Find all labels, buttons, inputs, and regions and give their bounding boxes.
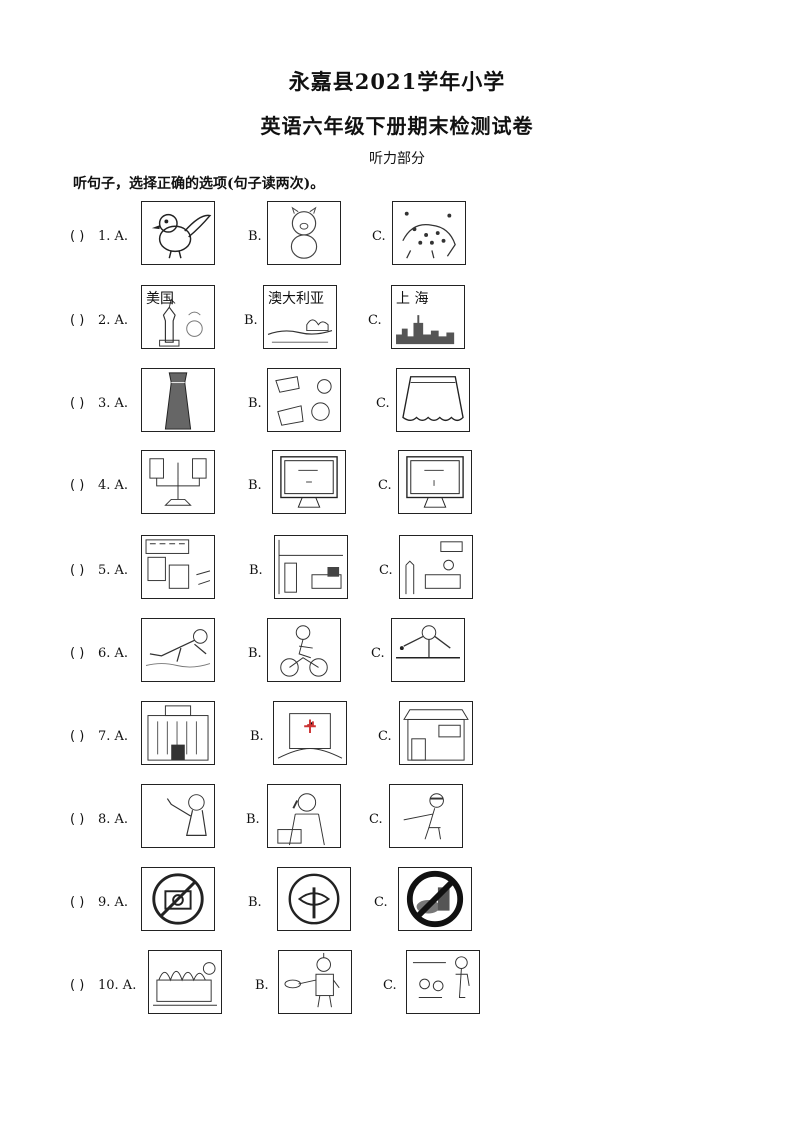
option-b-picture — [267, 618, 341, 682]
question-number: 3. A. — [98, 396, 129, 411]
question-number: 10. A. — [98, 978, 137, 993]
option-b-picture — [272, 450, 346, 514]
answer-blank[interactable]: ( ) — [70, 646, 85, 661]
option-c-picture: 上 海 — [391, 285, 465, 349]
option-c-label: C. — [378, 729, 392, 744]
title-line-1: 永嘉县2021学年小学 — [288, 69, 506, 94]
question-row: ( ) 5. A. B. C. — [0, 535, 794, 605]
answer-blank[interactable]: ( ) — [70, 812, 85, 827]
question-number: 6. A. — [98, 646, 129, 661]
question-row: ( ) 3. A. B. C. — [0, 368, 794, 438]
answer-blank[interactable]: ( ) — [70, 396, 85, 411]
option-b-picture — [274, 535, 348, 599]
option-a-picture — [141, 368, 215, 432]
option-c-label: C. — [378, 478, 392, 493]
picture-caption: 上 海 — [396, 291, 429, 307]
option-a-picture — [148, 950, 222, 1014]
answer-blank[interactable]: ( ) — [70, 229, 85, 244]
option-b-label: B. — [248, 478, 262, 493]
option-a-picture — [141, 867, 215, 931]
answer-blank[interactable]: ( ) — [70, 895, 85, 910]
answer-blank[interactable]: ( ) — [70, 478, 85, 493]
question-row: ( ) 7. A. B. C. — [0, 701, 794, 771]
title-line-2: 英语六年级下册期末检测试卷 — [260, 114, 534, 138]
option-a-picture — [141, 201, 215, 265]
option-a-picture — [141, 535, 215, 599]
option-b-picture — [267, 784, 341, 848]
option-c-picture — [398, 450, 472, 514]
option-c-label: C. — [368, 313, 382, 328]
option-b-label: B. — [248, 229, 262, 244]
question-number: 1. A. — [98, 229, 129, 244]
option-a-picture — [141, 701, 215, 765]
option-b-picture — [267, 201, 341, 265]
question-row: ( ) 4. A. B. C. — [0, 450, 794, 520]
option-c-picture — [389, 784, 463, 848]
picture-caption: 美国 — [146, 291, 174, 307]
answer-blank[interactable]: ( ) — [70, 978, 85, 993]
option-c-label: C. — [372, 229, 386, 244]
option-b-picture: 澳大利亚 — [263, 285, 337, 349]
option-c-picture — [398, 867, 472, 931]
answer-blank[interactable]: ( ) — [70, 563, 85, 578]
option-c-picture — [396, 368, 470, 432]
question-number: 8. A. — [98, 812, 129, 827]
option-a-picture — [141, 450, 215, 514]
option-b-label: B. — [248, 396, 262, 411]
option-a-picture — [141, 784, 215, 848]
option-b-label: B. — [255, 978, 269, 993]
question-row: ( ) 6. A. B. C. — [0, 618, 794, 688]
question-row: ( ) 2. A. 美国 B. 澳大利亚 C. 上 海 — [0, 285, 794, 355]
option-c-label: C. — [369, 812, 383, 827]
option-b-picture — [278, 950, 352, 1014]
option-c-label: C. — [374, 895, 388, 910]
option-b-picture — [273, 701, 347, 765]
answer-blank[interactable]: ( ) — [70, 313, 85, 328]
option-b-label: B. — [250, 729, 264, 744]
question-row: ( ) 9. A. B. C. — [0, 867, 794, 937]
question-number: 9. A. — [98, 895, 129, 910]
option-b-label: B. — [248, 646, 262, 661]
option-c-picture — [399, 701, 473, 765]
option-c-label: C. — [371, 646, 385, 661]
question-number: 5. A. — [98, 563, 129, 578]
option-b-label: B. — [246, 812, 260, 827]
option-c-picture — [392, 201, 466, 265]
question-number: 7. A. — [98, 729, 129, 744]
question-row: ( ) 10. A. B. C. — [0, 950, 794, 1020]
option-c-label: C. — [376, 396, 390, 411]
option-b-label: B. — [248, 895, 262, 910]
option-c-picture — [391, 618, 465, 682]
instruction-text: 听句子，选择正确的选项(句子读两次)。 — [73, 176, 325, 192]
option-a-picture: 美国 — [141, 285, 215, 349]
question-number: 2. A. — [98, 313, 129, 328]
question-row: ( ) 8. A. B. C. — [0, 784, 794, 854]
picture-caption: 澳大利亚 — [268, 291, 324, 307]
option-c-picture — [406, 950, 480, 1014]
option-c-label: C. — [383, 978, 397, 993]
answer-blank[interactable]: ( ) — [70, 729, 85, 744]
option-b-picture — [277, 867, 351, 931]
option-b-picture — [267, 368, 341, 432]
question-row: ( ) 1. A. B. C. — [0, 201, 794, 271]
option-a-picture — [141, 618, 215, 682]
question-number: 4. A. — [98, 478, 129, 493]
option-b-label: B. — [244, 313, 258, 328]
option-b-label: B. — [249, 563, 263, 578]
option-c-label: C. — [379, 563, 393, 578]
section-heading: 听力部分 — [369, 151, 425, 167]
option-c-picture — [399, 535, 473, 599]
